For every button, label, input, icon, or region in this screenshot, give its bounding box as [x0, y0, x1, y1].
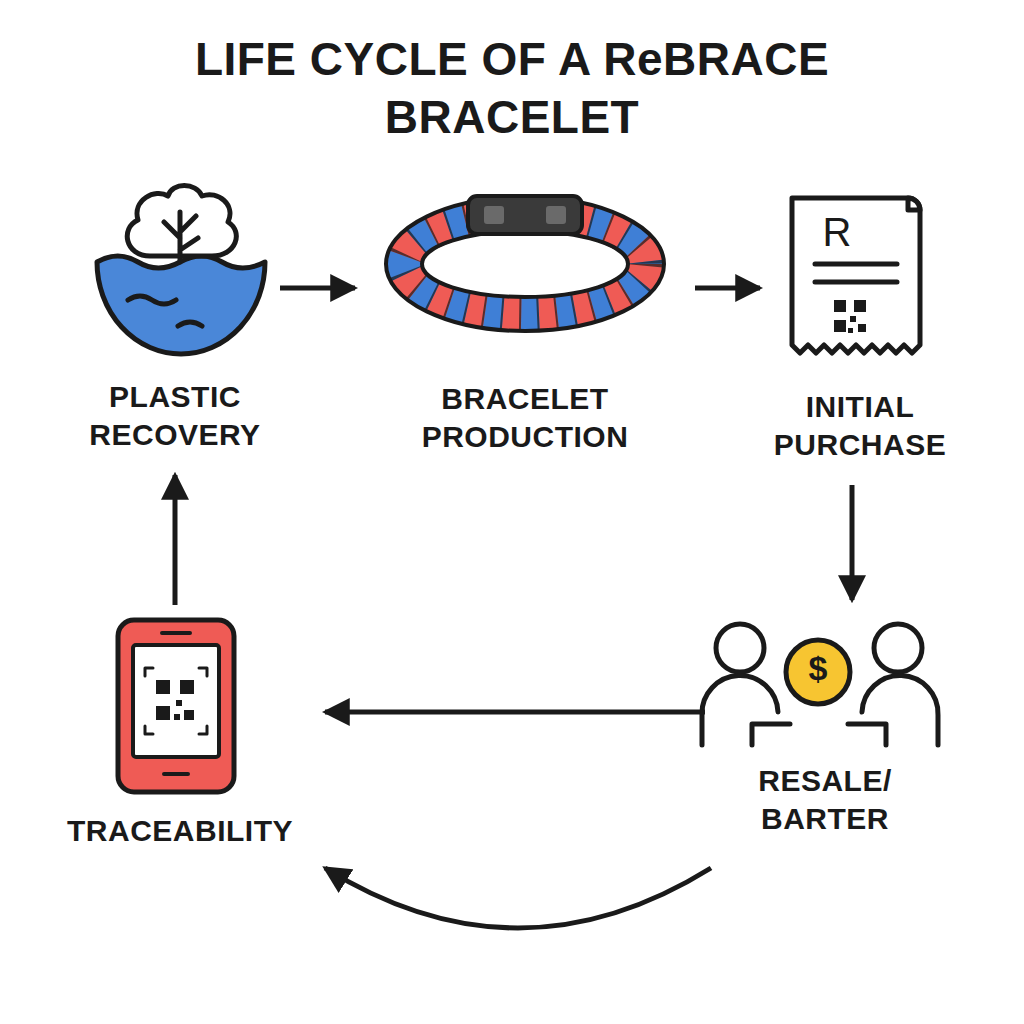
stage-label: INITIAL PURCHASE [760, 388, 960, 464]
stage-label: RESALE/ BARTER [705, 762, 945, 838]
wave [178, 322, 202, 326]
bracelet-outline [386, 197, 664, 331]
qr-code [156, 680, 194, 720]
bracelet-icon [386, 196, 664, 331]
buckle [468, 196, 582, 234]
receipt-icon [792, 198, 920, 353]
qr-code-part [854, 300, 866, 312]
qr-code-part [850, 316, 856, 322]
person-head [716, 624, 764, 672]
qr-code-part [184, 710, 194, 720]
qr-code-part [834, 320, 846, 332]
buckle-slot [546, 206, 566, 224]
qr-code-part [156, 680, 170, 694]
receipt-lines [815, 264, 897, 282]
qr-code-part [156, 706, 170, 720]
stage-label-group: PLASTIC RECOVERY [70, 378, 280, 454]
stage-label: PLASTIC RECOVERY [70, 378, 280, 454]
flow-arrow [280, 286, 355, 291]
receipt-paper [792, 198, 920, 353]
stage-node: PLASTIC RECOVERY [70, 190, 280, 475]
qr-code-part [174, 714, 180, 720]
stage-label-group: INITIAL PURCHASE [760, 388, 960, 464]
stage-node: TRACEABILITY [35, 605, 325, 870]
stage-node: RESALE/ BARTER [705, 600, 945, 870]
scan-brackets [145, 668, 207, 734]
qr-code [834, 300, 866, 333]
wave [128, 296, 176, 304]
coin-symbol: $ [798, 651, 838, 685]
bracelet-outline [422, 231, 628, 297]
stage-label: TRACEABILITY [35, 812, 325, 850]
stage-label-group: RESALE/ BARTER [705, 762, 945, 838]
water-tree-icon [97, 186, 265, 355]
phone-icon [118, 620, 234, 792]
qr-code-part [834, 300, 846, 312]
water-bowl [97, 256, 265, 354]
people-icon [702, 624, 938, 745]
buckle-slot [484, 206, 504, 224]
flow-arrow [325, 868, 711, 928]
qr-code-part [848, 328, 853, 333]
coin [786, 640, 850, 704]
phone-speaker [162, 633, 190, 774]
stage-label-group: BRACELET PRODUCTION [355, 380, 695, 456]
qr-code-part [180, 680, 194, 694]
phone-body [118, 620, 234, 792]
diagram-title: LIFE CYCLE OF A ReBRACE BRACELET [132, 30, 892, 146]
tree-trunk [164, 212, 198, 262]
qr-code-part [858, 324, 866, 332]
flow-arrow [695, 286, 760, 291]
stage-label-group: TRACEABILITY [35, 812, 325, 850]
receipt-curl [908, 198, 920, 210]
person-body [702, 675, 790, 745]
stage-label: BRACELET PRODUCTION [355, 380, 695, 456]
stage-node: INITIAL PURCHASE [760, 190, 960, 485]
receipt-letter: R [815, 212, 859, 252]
qr-code-part [176, 700, 182, 706]
flow-arrow [173, 475, 178, 605]
stage-node: BRACELET PRODUCTION [355, 190, 695, 430]
person-body [848, 675, 938, 745]
flow-arrow [850, 485, 855, 600]
flow-arrow [325, 710, 705, 715]
phone-screen [133, 645, 219, 757]
person-head [874, 624, 922, 672]
